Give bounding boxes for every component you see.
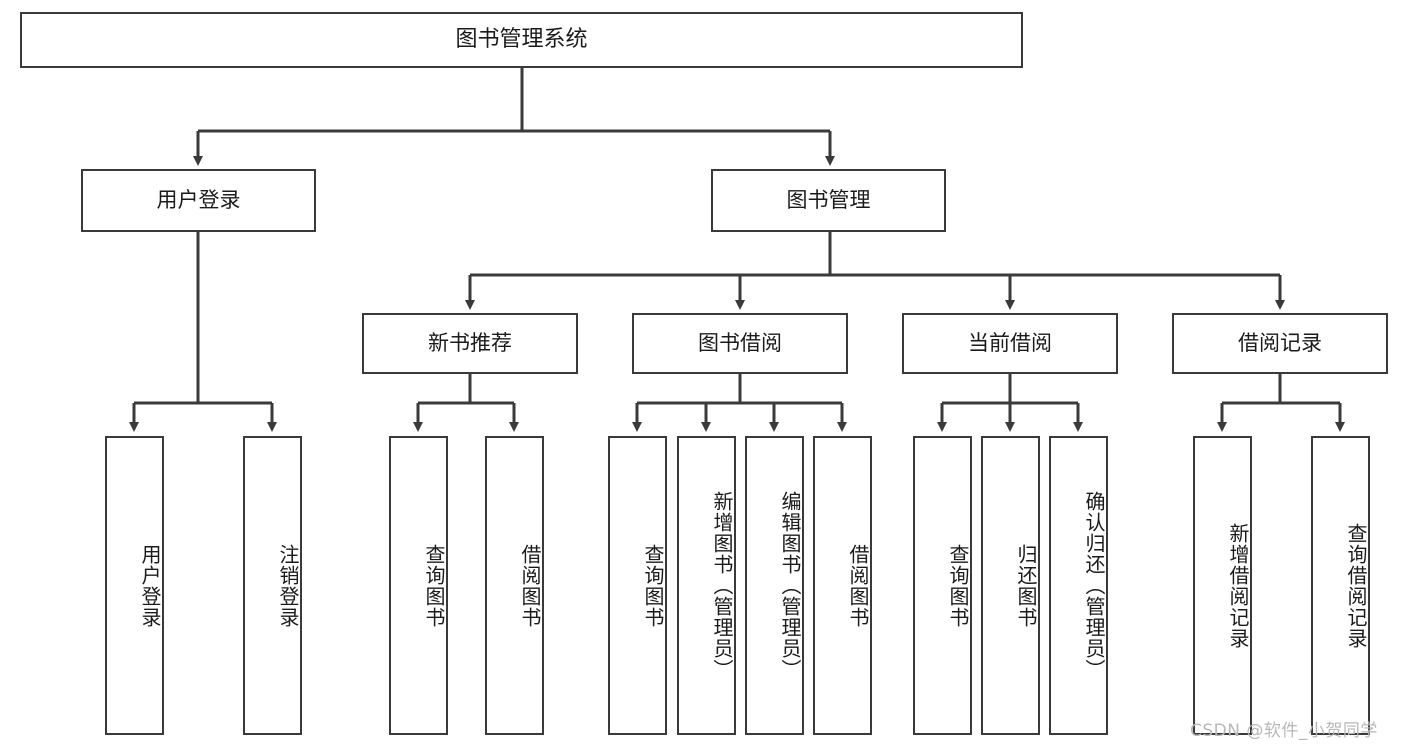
leaf-user-login-signin[interactable]: 用户登录 (105, 436, 164, 735)
leaf-current-borrow-query[interactable]: 查询图书 (913, 436, 972, 735)
csdn-watermark: CSDN @软件_小贺同学 (1190, 721, 1378, 741)
node-label: 用户登录 (138, 543, 162, 628)
node-label: 当前借阅 (968, 330, 1052, 355)
leaf-borrow-record-add[interactable]: 新增借阅记录 (1193, 436, 1252, 735)
node-label: 查询借阅记录 (1344, 522, 1368, 649)
leaf-borrow-record-query[interactable]: 查询借阅记录 (1311, 436, 1370, 735)
node-label: 图书管理 (786, 187, 871, 212)
node-new-book-recommend[interactable]: 新书推荐 (362, 313, 578, 374)
node-book-management[interactable]: 图书管理 (711, 169, 946, 232)
node-label: 查询图书 (946, 543, 970, 628)
node-label: 新增借阅记录 (1226, 522, 1250, 649)
leaf-book-borrow-query[interactable]: 查询图书 (608, 436, 667, 735)
node-label: 查询图书 (641, 543, 665, 628)
leaf-book-borrow-add[interactable]: 新增图书（管理员） (677, 436, 736, 735)
leaf-user-login-signout[interactable]: 注销登录 (243, 436, 302, 735)
node-label: 新书推荐 (428, 330, 512, 355)
node-book-borrow[interactable]: 图书借阅 (632, 313, 848, 374)
leaf-new-book-borrow[interactable]: 借阅图书 (485, 436, 544, 735)
node-label: 用户登录 (156, 187, 241, 212)
node-label: 确认归还（管理员） (1082, 491, 1106, 680)
node-label: 借阅图书 (846, 543, 870, 628)
node-label: 借阅图书 (518, 543, 542, 628)
node-user-login[interactable]: 用户登录 (81, 169, 316, 232)
node-root-system[interactable]: 图书管理系统 (20, 12, 1023, 68)
node-label: 编辑图书（管理员） (778, 491, 802, 680)
leaf-book-borrow-borrow[interactable]: 借阅图书 (813, 436, 872, 735)
node-label: 新增图书（管理员） (710, 491, 734, 680)
node-label: 归还图书 (1014, 543, 1038, 628)
node-current-borrow[interactable]: 当前借阅 (902, 313, 1118, 374)
node-label: 图书借阅 (698, 330, 782, 355)
leaf-current-borrow-confirm-return[interactable]: 确认归还（管理员） (1049, 436, 1108, 735)
node-label: 查询图书 (422, 543, 446, 628)
node-borrow-record[interactable]: 借阅记录 (1172, 313, 1388, 374)
node-label: 图书管理系统 (455, 26, 588, 52)
node-label: 借阅记录 (1238, 330, 1322, 355)
node-label: 注销登录 (276, 543, 300, 628)
leaf-new-book-query[interactable]: 查询图书 (389, 436, 448, 735)
leaf-current-borrow-return[interactable]: 归还图书 (981, 436, 1040, 735)
leaf-book-borrow-edit[interactable]: 编辑图书（管理员） (745, 436, 804, 735)
